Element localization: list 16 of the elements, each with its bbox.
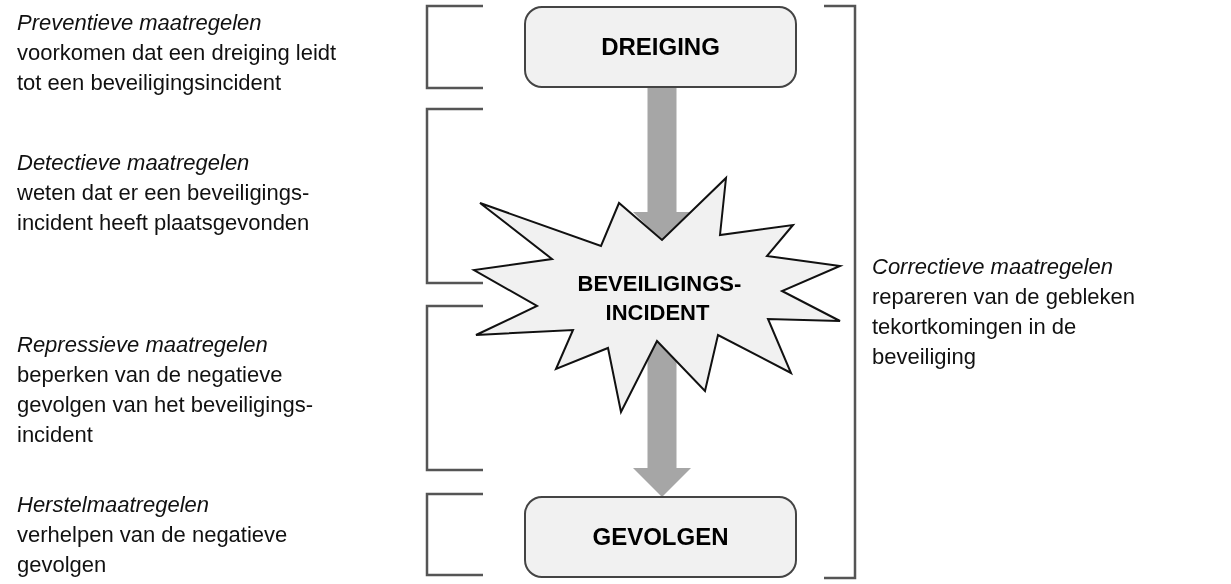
process-box bbox=[524, 496, 797, 578]
description-text: repareren van de gebleken tekortkomingen in de beveiliging bbox=[872, 283, 1136, 371]
arrow bbox=[633, 341, 691, 497]
heading-text: Preventieve maatregelen bbox=[17, 9, 263, 37]
heading-text: Herstelmaatregelen bbox=[17, 491, 210, 519]
description-text: weten dat er een beveiligings- incident heeft plaatsgevonden bbox=[17, 179, 311, 237]
node-label: GEVOLGEN bbox=[592, 522, 729, 552]
description-text: beperken van de negatieve gevolgen van het beveiligings- incident bbox=[17, 361, 314, 449]
heading-text: Repressieve maatregelen bbox=[17, 331, 269, 359]
description-text: voorkomen dat een dreiging leidt tot een beveiligingsincident bbox=[17, 39, 338, 97]
heading-text: Correctieve maatregelen bbox=[872, 253, 1114, 281]
heading-text: Detectieve maatregelen bbox=[17, 149, 251, 177]
description-text: verhelpen van de negatieve gevolgen bbox=[17, 521, 289, 579]
node-label: DREIGING bbox=[601, 32, 720, 62]
process-box bbox=[524, 6, 797, 88]
starburst-shape bbox=[470, 175, 845, 415]
